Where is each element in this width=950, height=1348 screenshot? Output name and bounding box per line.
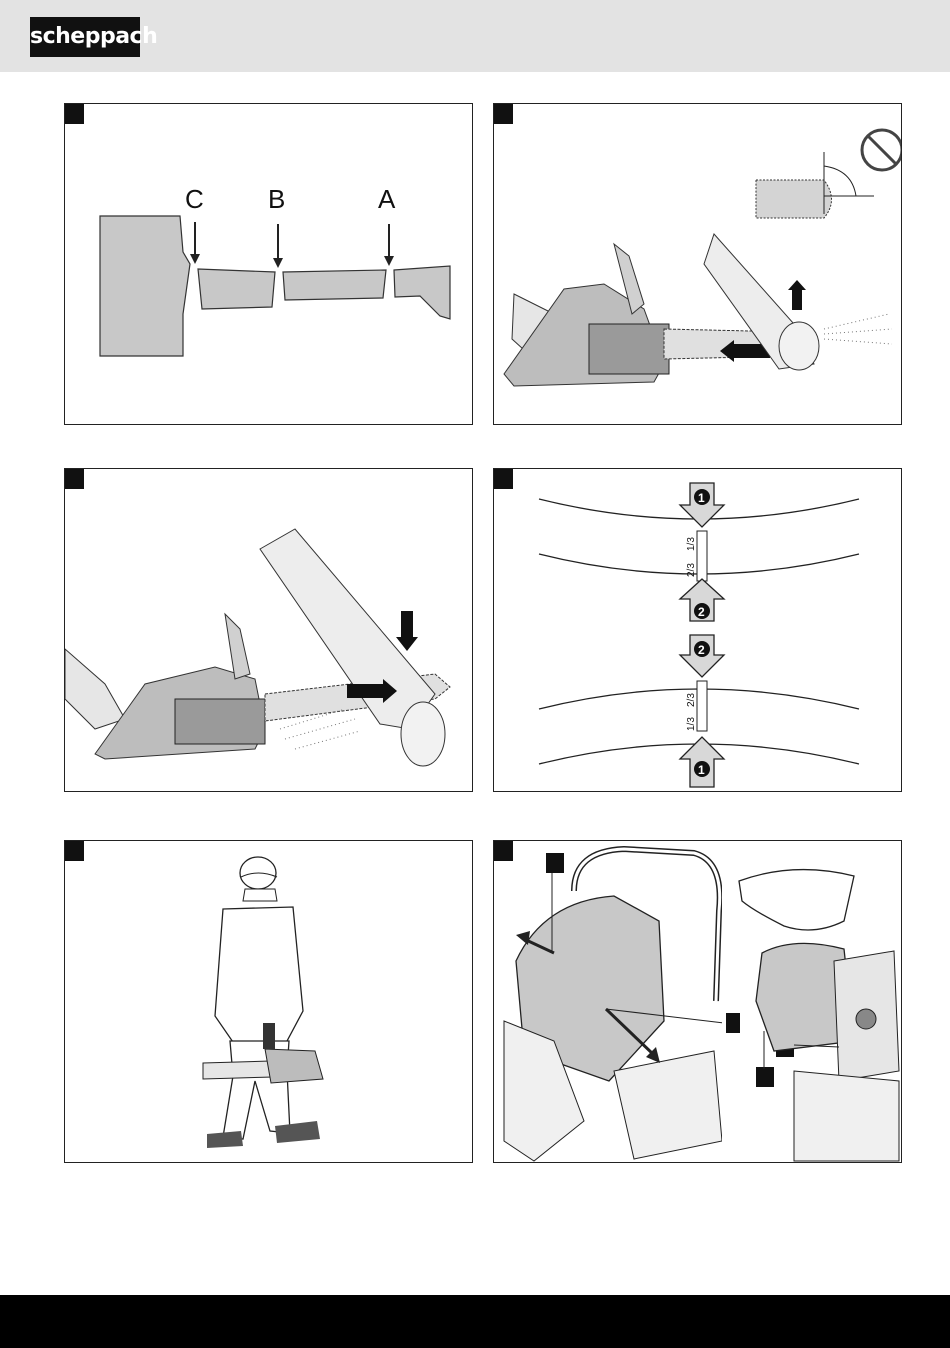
step-label-1-top: 1 [698,491,705,505]
fraction-bottom-lower: 1/3 [686,717,697,731]
limb-cut-illustration: C B A [65,104,473,425]
step-label-2-top: 2 [698,605,705,619]
cut-sequence-diagram: 1 2 2 1 1/3 2/3 2/3 1/3 [494,469,902,792]
brand-logo: scheppach [30,17,140,57]
fraction-top-lower: 2/3 [686,563,697,577]
figure-panel-air-filter [493,840,902,1163]
page-footer-bar [0,1295,950,1348]
figure-panel-pull-cut [493,103,902,425]
page-header: scheppach [0,0,950,72]
callout-marker [546,853,564,873]
fraction-top-upper: 1/3 [686,537,697,551]
cut-label-b: B [268,184,285,214]
callout-marker [756,1067,774,1087]
figure-panel-push-cut [64,468,473,792]
pull-cut-illustration [494,104,902,425]
air-filter-illustration [494,841,902,1163]
cut-label-a: A [378,184,396,214]
push-cut-illustration [65,469,473,792]
step-label-1-bottom: 1 [698,763,705,777]
figure-panel-carrying [64,840,473,1163]
cut-label-c: C [185,184,204,214]
figure-panel-limb-cuts: C B A [64,103,473,425]
carrying-illustration [65,841,473,1163]
fraction-bottom-upper: 2/3 [686,693,697,707]
figure-panel-cut-sequence: 1 2 2 1 1/3 2/3 2/3 1/3 [493,468,902,792]
step-label-2-bottom: 2 [698,643,705,657]
